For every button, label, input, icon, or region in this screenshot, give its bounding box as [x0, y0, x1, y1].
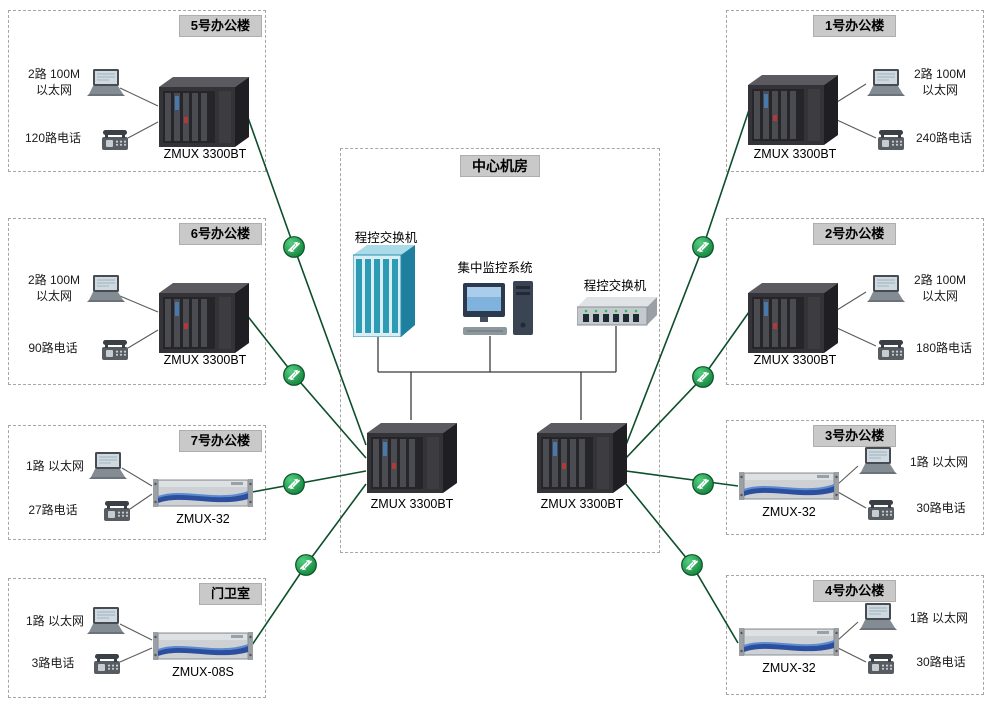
fiber-link-badge-icon [294, 553, 318, 577]
site-title: 7号办公楼 [178, 430, 262, 452]
zmux-rack-icon [153, 631, 253, 661]
ethernet-label: 2路 100M 以太网 [913, 273, 967, 303]
phone-label: 240路电话 [915, 131, 973, 145]
phone-label: 3路电话 [31, 656, 75, 670]
ethernet-label: 1路 以太网 [25, 459, 84, 473]
phone-label: 30路电话 [916, 501, 966, 515]
zmux-rack-icon [739, 471, 839, 501]
zmux-3300bt-cabinet-icon [367, 421, 457, 493]
zmux-3300bt-cabinet-icon [748, 281, 838, 353]
site-title: 1号办公楼 [813, 15, 897, 37]
ethernet-switch-icon [577, 297, 657, 327]
device-label: ZMUX-32 [176, 512, 230, 526]
pbx-left-label: 程控交换机 [354, 231, 418, 245]
device-label: ZMUX 3300BT [163, 147, 247, 161]
site-title: 5号办公楼 [178, 15, 262, 37]
telephone-icon [103, 500, 131, 522]
zmux-3300bt-cabinet-icon [159, 281, 249, 353]
phone-label: 120路电话 [24, 131, 82, 145]
site-box-building3: 3号办公楼 ZMUX-32 1路 以太网 30路电话 [726, 420, 984, 535]
monitoring-pc-icon [463, 281, 535, 337]
zmux-rack-icon [153, 478, 253, 508]
telephone-icon [93, 653, 121, 675]
ethernet-label: 1路 以太网 [909, 455, 968, 469]
ethernet-label: 1路 以太网 [25, 614, 84, 628]
fiber-link-badge-icon [691, 472, 715, 496]
phone-label: 180路电话 [915, 341, 973, 355]
site-box-building1: 1号办公楼 ZMUX 3300BT 2路 100M 以太网 240路电话 [726, 10, 984, 172]
central-room-box: 中心机房 程控交换机 集中监控系统 程控交换机 ZMUX 3300BT ZMUX… [340, 148, 660, 553]
ethernet-label: 2路 100M 以太网 [27, 273, 81, 303]
site-title: 6号办公楼 [178, 223, 262, 245]
mux-left-label: ZMUX 3300BT [370, 497, 454, 511]
site-box-building2: 2号办公楼 ZMUX 3300BT 2路 100M 以太网 180路电话 [726, 218, 984, 385]
central-room-title: 中心机房 [460, 155, 540, 177]
laptop-icon [867, 275, 905, 303]
pbx-right-label: 程控交换机 [583, 279, 647, 293]
device-label: ZMUX 3300BT [163, 353, 247, 367]
site-box-building5: 5号办公楼 2路 100M 以太网 120路电话 ZMUX 3300BT [8, 10, 266, 172]
zmux-rack-icon [739, 627, 839, 657]
device-label: ZMUX 3300BT [753, 353, 837, 367]
site-title: 2号办公楼 [813, 223, 897, 245]
telephone-icon [867, 499, 895, 521]
laptop-icon [87, 607, 125, 635]
site-box-building6: 6号办公楼 2路 100M 以太网 90路电话 ZMUX 3300BT [8, 218, 266, 385]
fiber-link-badge-icon [680, 553, 704, 577]
zmux-3300bt-cabinet-icon [748, 73, 838, 145]
telephone-icon [101, 129, 129, 151]
device-label: ZMUX-32 [762, 661, 816, 675]
fiber-link-badge-icon [282, 363, 306, 387]
laptop-icon [867, 69, 905, 97]
telephone-icon [101, 339, 129, 361]
site-box-building7: 7号办公楼 1路 以太网 27路电话 ZMUX-32 [8, 425, 266, 540]
fiber-link-badge-icon [282, 472, 306, 496]
zmux-3300bt-cabinet-icon [159, 75, 249, 147]
phone-label: 90路电话 [28, 341, 78, 355]
phone-label: 30路电话 [916, 655, 966, 669]
laptop-icon [87, 275, 125, 303]
laptop-icon [859, 603, 897, 631]
mux-right-label: ZMUX 3300BT [540, 497, 624, 511]
telephone-icon [867, 653, 895, 675]
pbx-cabinet-icon [353, 245, 415, 337]
ethernet-label: 1路 以太网 [909, 611, 968, 625]
monitoring-label: 集中监控系统 [457, 261, 533, 275]
fiber-link-badge-icon [691, 235, 715, 259]
ethernet-label: 2路 100M 以太网 [913, 67, 967, 97]
ethernet-label: 2路 100M 以太网 [27, 67, 81, 97]
laptop-icon [859, 447, 897, 475]
telephone-icon [877, 339, 905, 361]
site-box-building4: 4号办公楼 ZMUX-32 1路 以太网 30路电话 [726, 575, 984, 695]
fiber-link-badge-icon [691, 365, 715, 389]
site-box-guardroom: 门卫室 1路 以太网 3路电话 ZMUX-08S [8, 578, 266, 698]
device-label: ZMUX 3300BT [753, 147, 837, 161]
telephone-icon [877, 129, 905, 151]
site-title: 门卫室 [198, 583, 262, 605]
zmux-3300bt-cabinet-icon [537, 421, 627, 493]
fiber-link-badge-icon [282, 235, 306, 259]
device-label: ZMUX-08S [172, 665, 234, 679]
laptop-icon [89, 452, 127, 480]
laptop-icon [87, 69, 125, 97]
device-label: ZMUX-32 [762, 505, 816, 519]
phone-label: 27路电话 [28, 503, 78, 517]
site-title: 4号办公楼 [813, 580, 897, 602]
site-title: 3号办公楼 [813, 425, 897, 447]
